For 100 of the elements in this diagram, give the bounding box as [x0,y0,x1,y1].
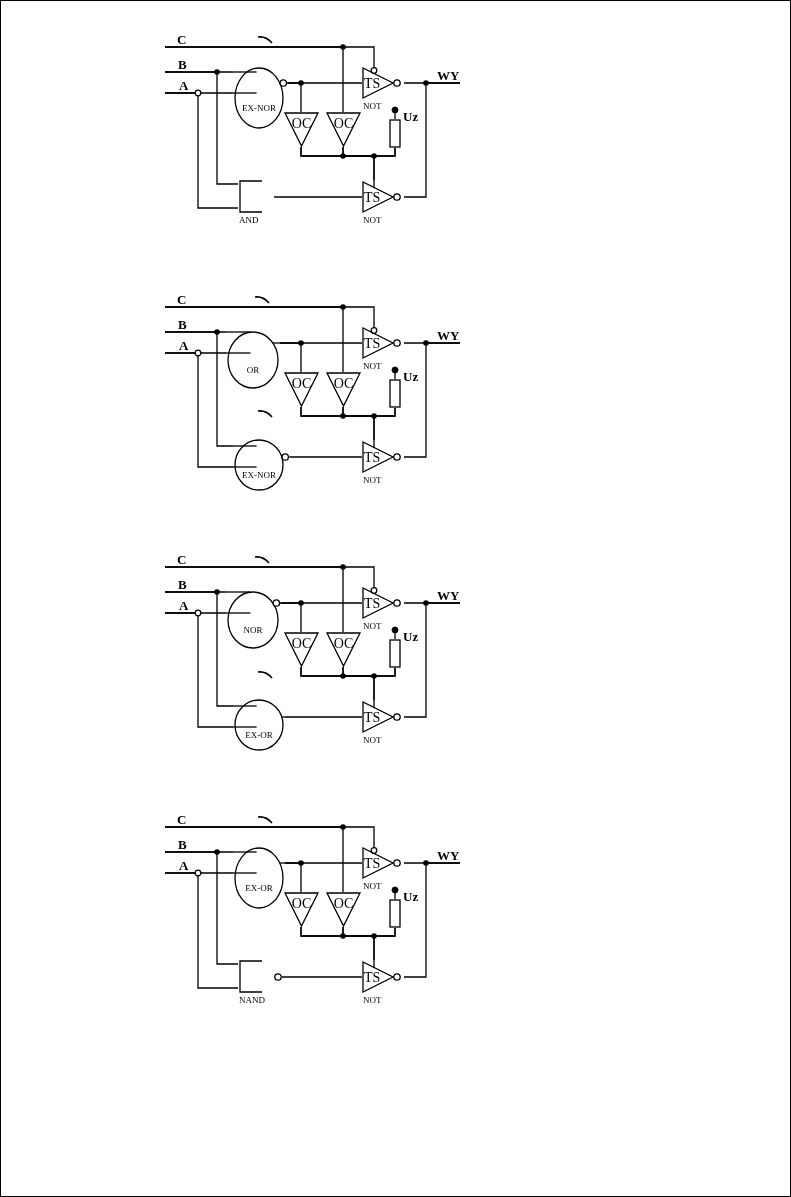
signal-label: A [165,859,191,873]
buffer-symbol [284,632,319,667]
wire [164,46,375,67]
gate-label: EX-OR [244,883,274,893]
signal-label: C [165,33,191,47]
wire [342,926,375,961]
gate-label: OC [290,376,313,391]
gate-label: OC [290,896,313,911]
buffer-symbol [362,326,404,360]
buffer-symbol [362,586,404,620]
buffer-symbol [362,180,404,214]
logic-gate [233,66,288,130]
buffer-symbol [326,892,361,927]
signal-label: B [165,838,191,852]
signal-label: Uz [391,890,422,904]
logic-gate [238,959,282,1005]
buffer-symbol [284,112,319,147]
logic-gate [233,846,285,910]
signal-label: Uz [391,110,422,124]
gate-label: OC [332,116,355,131]
resistor-symbol [389,899,401,928]
wire [391,626,399,640]
gate-label: OC [332,376,355,391]
signal-label: Uz [391,370,422,384]
signal-label: WY [436,69,462,83]
signal-label: C [165,553,191,567]
buffer-symbol [362,66,404,100]
signal-label: WY [436,849,462,863]
gate-label: TS [364,596,381,611]
gate-label: TS [364,76,381,91]
gate-label: TS [364,710,381,725]
buffer-symbol [362,960,404,994]
gate-label: OC [290,116,313,131]
signal-label: A [165,79,191,93]
wire [342,146,375,181]
wire [284,862,363,864]
buffer-symbol [284,892,319,927]
gate-caption: NOT [363,621,382,631]
gate-label: EX-NOR [241,470,277,480]
signal-label: B [165,58,191,72]
gate-label: TS [364,856,381,871]
wire [164,352,234,468]
gate-label: NAND [239,995,265,1005]
gate-label: TS [364,450,381,465]
wire [164,331,234,447]
buffer-symbol [362,846,404,880]
wire [342,666,375,701]
signal-label: WY [436,589,462,603]
buffer-symbol [362,440,404,474]
gate-label: OC [332,636,355,651]
wire [391,106,399,120]
buffer-symbol [284,372,319,407]
wire [164,826,375,847]
wire [164,851,239,965]
resistor-symbol [389,119,401,148]
signal-label: C [165,813,191,827]
wire [284,716,363,718]
wire [164,71,239,185]
gate-caption: NOT [363,735,382,745]
wire [403,82,461,198]
signal-label: A [165,339,191,353]
signal-label: Uz [391,630,422,644]
gate-label: TS [364,970,381,985]
wire [391,886,399,900]
gate-caption: NOT [363,881,382,891]
signal-label: B [165,578,191,592]
logic-gate [226,330,280,390]
wire [391,366,399,380]
buffer-symbol [326,372,361,407]
gate-caption: NOT [363,101,382,111]
wire [164,872,239,989]
signal-label: A [165,599,191,613]
gate-label: TS [364,336,381,351]
logic-gate [226,590,281,650]
resistor-symbol [389,639,401,668]
wire [288,456,363,458]
wire [164,591,234,707]
gate-caption: NOT [363,215,382,225]
gate-label: EX-OR [244,730,274,740]
wire [403,342,461,458]
signal-label: WY [436,329,462,343]
gate-caption: NOT [363,475,382,485]
gate-caption: NOT [363,361,382,371]
wire [164,306,375,327]
signal-label: B [165,318,191,332]
gate-label: TS [364,190,381,205]
buffer-symbol [326,112,361,147]
signal-label: C [165,293,191,307]
buffer-symbol [326,632,361,667]
wire [342,406,375,441]
resistor-symbol [389,379,401,408]
wire [273,196,363,198]
wire [403,862,461,978]
gate-label: OR [245,365,261,375]
gate-label: AND [239,215,259,225]
buffer-symbol [362,700,404,734]
wire [279,342,363,344]
wire [164,92,239,209]
gate-label: OC [332,896,355,911]
wire [403,602,461,718]
